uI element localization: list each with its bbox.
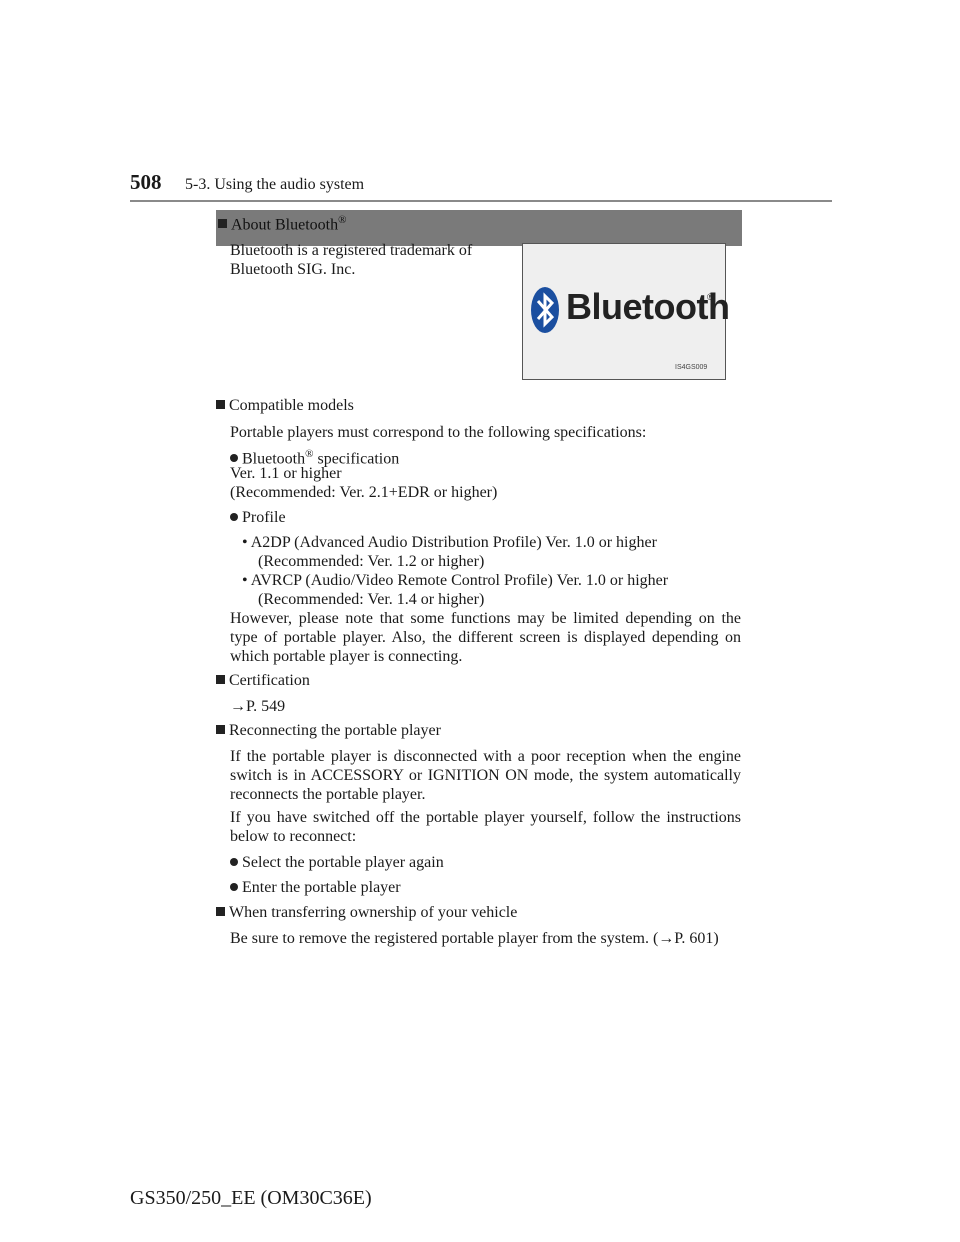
reconnecting-paragraph-2: If you have switched off the portable pl… <box>230 809 741 845</box>
reconnect-step-enter: Enter the portable player <box>230 878 401 897</box>
section-title: 5-3. Using the audio system <box>185 176 365 193</box>
reconnecting-heading: Reconnecting the portable player <box>216 721 441 740</box>
reconnecting-heading-label: Reconnecting the portable player <box>229 722 441 739</box>
certification-heading: Certification <box>216 671 310 690</box>
figure-code: IS4GS009 <box>675 364 708 371</box>
round-bullet-icon <box>230 513 238 521</box>
square-bullet-icon <box>216 400 225 409</box>
a2dp-item: • A2DP (Advanced Audio Distribution Prof… <box>242 534 657 551</box>
compatibility-note: However, please note that some functions… <box>230 610 741 665</box>
registered-mark: ® <box>338 214 347 226</box>
header-divider <box>130 200 832 202</box>
reconnecting-paragraph-1: If the portable player is disconnected w… <box>230 748 741 803</box>
page-number: 508 <box>130 170 162 194</box>
about-bluetooth-title: About Bluetooth <box>231 216 339 234</box>
square-bullet-icon <box>218 219 227 229</box>
round-bullet-icon <box>230 883 238 891</box>
bluetooth-wordmark: Bluetooth <box>566 286 730 327</box>
transfer-heading-label: When transferring ownership of your vehi… <box>229 904 518 921</box>
trademark-line-2: Bluetooth SIG. Inc. <box>230 261 356 278</box>
certification-heading-label: Certification <box>229 672 310 689</box>
square-bullet-icon <box>216 725 225 734</box>
reconnect-step-select: Select the portable player again <box>230 853 444 872</box>
certification-page-ref[interactable]: →P. 549 <box>230 698 286 715</box>
bluetooth-rune-icon <box>531 287 559 333</box>
spec-version: Ver. 1.1 or higher <box>230 465 342 482</box>
logo-registered-mark: ® <box>707 292 714 302</box>
bluetooth-spec-item: Bluetooth® specification <box>230 445 399 468</box>
reconnect-step-enter-label: Enter the portable player <box>242 879 401 896</box>
spec-label: Bluetooth <box>242 450 306 468</box>
round-bullet-icon <box>230 858 238 866</box>
avrcp-item: • AVRCP (Audio/Video Remote Control Prof… <box>242 572 669 589</box>
spec-registered-mark: ® <box>305 448 314 460</box>
compatible-heading: Compatible models <box>216 396 354 415</box>
about-bluetooth-heading: About Bluetooth® <box>218 214 346 234</box>
a2dp-recommended: (Recommended: Ver. 1.2 or higher) <box>258 553 485 570</box>
reconnect-step-select-label: Select the portable player again <box>242 854 444 871</box>
profile-label: Profile <box>242 509 286 526</box>
spec-recommended: (Recommended: Ver. 2.1+EDR or higher) <box>230 484 498 501</box>
compatible-heading-label: Compatible models <box>229 397 354 414</box>
round-bullet-icon <box>230 454 238 463</box>
compatible-intro: Portable players must correspond to the … <box>230 424 647 441</box>
profile-item: Profile <box>230 508 286 527</box>
model-code-footer: GS350/250_EE (OM30C36E) <box>130 1187 372 1209</box>
square-bullet-icon <box>216 907 225 916</box>
transfer-heading: When transferring ownership of your vehi… <box>216 903 517 922</box>
trademark-line-1: Bluetooth is a registered trademark of <box>230 242 473 259</box>
spec-suffix: specification <box>313 450 400 468</box>
about-bluetooth-banner <box>216 210 742 246</box>
transfer-text: Be sure to remove the registered portabl… <box>230 930 719 947</box>
avrcp-recommended: (Recommended: Ver. 1.4 or higher) <box>258 591 485 608</box>
square-bullet-icon <box>216 675 225 684</box>
